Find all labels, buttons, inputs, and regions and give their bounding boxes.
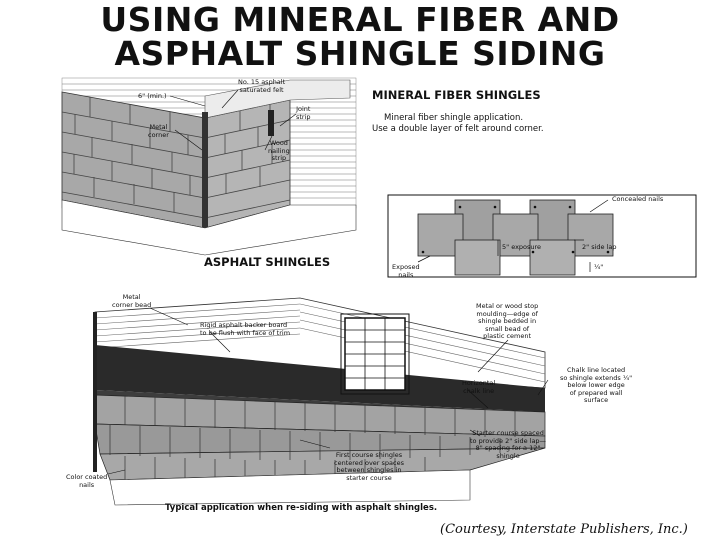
label-wood-nailing-strip: Wood nailing strip bbox=[268, 139, 290, 162]
title-line-1: USING MINERAL FIBER AND bbox=[100, 0, 620, 39]
label-side-lap: 2" side lap bbox=[582, 243, 617, 251]
label-min-overlap: 6" (min.) bbox=[138, 92, 167, 100]
label-starter-course: Starter course spaced to provide 2" side… bbox=[470, 429, 547, 460]
label-backer-board: Rigid asphalt backer board to be flush w… bbox=[200, 321, 291, 337]
title-line-2: ASPHALT SHINGLE SIDING bbox=[114, 34, 606, 73]
label-chalk-line-located: Chalk line located so shingle extends ¼"… bbox=[560, 366, 633, 404]
label-exposure: 5" exposure bbox=[502, 243, 542, 251]
credit-line: (Courtesy, Interstate Publishers, Inc.) bbox=[440, 522, 688, 537]
shingle-detail-diagram bbox=[387, 194, 697, 278]
asphalt-shingles-heading: ASPHALT SHINGLES bbox=[204, 255, 331, 269]
label-exposed-nails: Exposed nails bbox=[392, 263, 420, 279]
label-first-course: First course shingles centered over spac… bbox=[334, 451, 404, 482]
label-quarter-inch: ¼" bbox=[594, 263, 604, 271]
label-color-coated-nails: Color coated nails bbox=[66, 473, 108, 489]
label-concealed-nails: Concealed nails bbox=[612, 195, 664, 203]
label-stop-moulding: Metal or wood stop moulding—edge of shin… bbox=[476, 302, 539, 340]
mineral-fiber-desc-2: Use a double layer of felt around corner… bbox=[372, 124, 544, 134]
label-joint-strip: Joint strip bbox=[296, 105, 311, 121]
window-illustration bbox=[340, 313, 410, 395]
mineral-fiber-desc-1: Mineral fiber shingle application. bbox=[384, 113, 524, 123]
asphalt-residing-illustration bbox=[93, 297, 549, 506]
label-metal-corner: Metal corner bbox=[148, 123, 169, 139]
label-horizontal-chalk-line: Horizontal chalk line bbox=[462, 379, 496, 395]
mineral-fiber-heading: MINERAL FIBER SHINGLES bbox=[372, 88, 541, 102]
label-asphalt-felt: No. 15 asphalt saturated felt bbox=[238, 78, 286, 94]
label-metal-corner-bead: Metal corner bead bbox=[112, 293, 152, 309]
asphalt-caption: Typical application when re-siding with … bbox=[165, 503, 438, 513]
mineral-fiber-corner-illustration bbox=[61, 77, 357, 256]
